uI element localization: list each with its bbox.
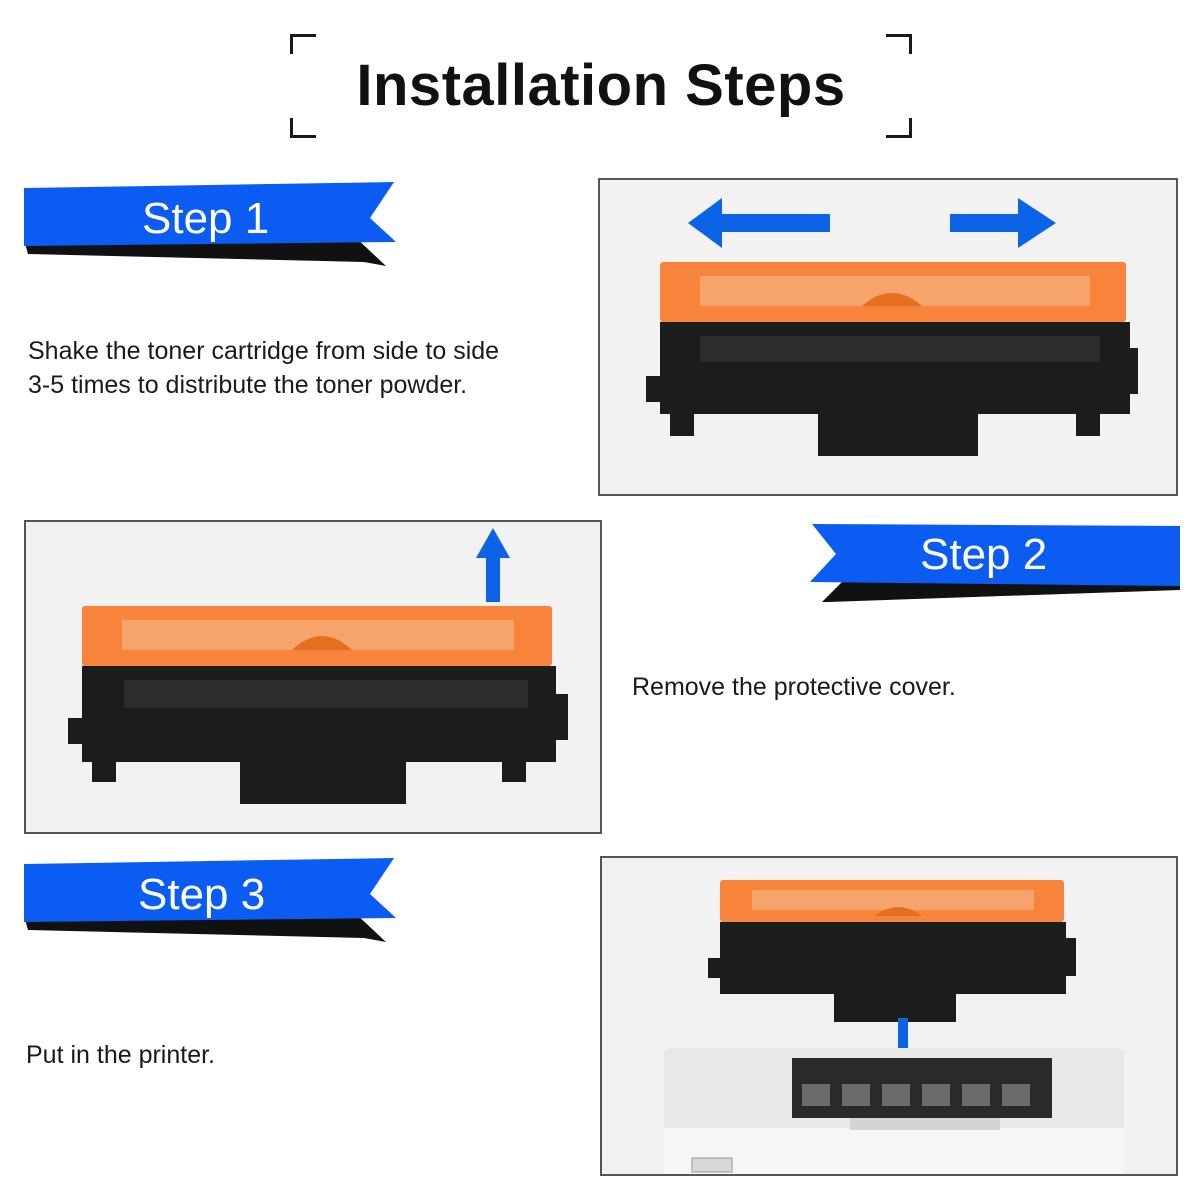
step-1-description-line: Shake the toner cartridge from side to s… xyxy=(28,337,500,365)
step-1-description: Shake the toner cartridge from side to s… xyxy=(28,334,588,402)
step-1-description-line: 3-5 times to distribute the toner powder… xyxy=(28,371,468,399)
page-title: Installation Steps xyxy=(356,53,846,118)
bracket-corner-bottom-right xyxy=(886,118,912,138)
title-frame: Installation Steps xyxy=(290,34,912,138)
step-3-description-line: Put in the printer. xyxy=(26,1041,216,1069)
step-2-ribbon: Step 2 xyxy=(804,518,1184,608)
step-2-label: Step 2 xyxy=(920,530,1048,579)
toner-cartridge-icon xyxy=(646,262,1138,456)
step-3-label: Step 3 xyxy=(138,870,266,919)
arrow-right-icon xyxy=(950,198,1056,248)
arrow-up-icon xyxy=(476,528,510,602)
step-2-illustration xyxy=(24,520,602,834)
step-3-description: Put in the printer. xyxy=(26,1038,566,1072)
step-2-description: Remove the protective cover. xyxy=(632,670,1172,704)
toner-cartridge-icon xyxy=(708,880,1076,1022)
step-1-illustration xyxy=(598,178,1178,496)
step-3-illustration xyxy=(600,856,1178,1176)
bracket-corner-top-left xyxy=(290,34,316,54)
toner-cartridge-icon xyxy=(68,606,568,804)
arrow-left-icon xyxy=(688,198,830,248)
step-1-label: Step 1 xyxy=(142,194,270,243)
bracket-corner-bottom-left xyxy=(290,118,316,138)
step-1-ribbon: Step 1 xyxy=(24,182,404,272)
step-3-ribbon: Step 3 xyxy=(24,858,404,948)
printer-icon xyxy=(664,1048,1124,1174)
bracket-corner-top-right xyxy=(886,34,912,54)
step-2-description-line: Remove the protective cover. xyxy=(632,673,956,701)
